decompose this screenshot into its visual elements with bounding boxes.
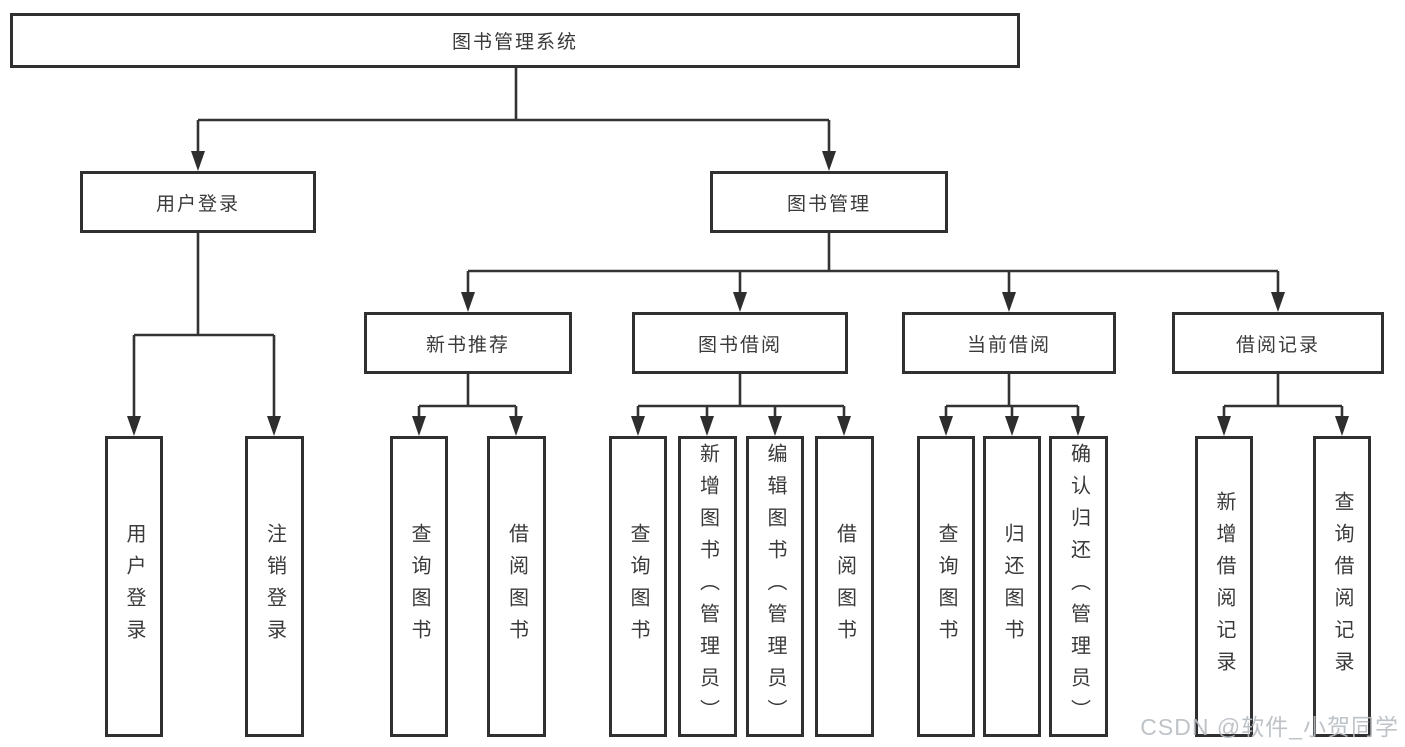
node-label: 借阅图书 [833, 522, 856, 651]
node-label: 查询图书 [935, 522, 957, 651]
node-label: 注销登录 [263, 522, 286, 651]
node-borrowing-records: 借阅记录 [1172, 312, 1384, 374]
node-leaf-borrow-books: 借阅图书 [815, 436, 874, 737]
node-user-login: 用户登录 [80, 171, 316, 233]
node-leaf-query-books-recommend: 查询图书 [390, 436, 448, 737]
node-label: 查询借阅记录 [1331, 490, 1353, 683]
node-leaf-add-books-admin: 新增图书（管理员） [678, 436, 737, 737]
watermark: CSDN @软件_小贺同学 [1140, 714, 1399, 740]
node-current-borrowing: 当前借阅 [902, 312, 1116, 374]
node-label: 归还图书 [1001, 522, 1023, 651]
node-label: 新增图书（管理员） [696, 442, 719, 731]
node-leaf-query-books-current: 查询图书 [917, 436, 975, 737]
node-new-book-recommendation: 新书推荐 [364, 312, 572, 374]
node-label: 新增借阅记录 [1213, 490, 1235, 683]
node-label: 编辑图书（管理员） [764, 442, 786, 731]
node-leaf-query-books-borrow: 查询图书 [609, 436, 667, 737]
node-label: 查询图书 [627, 522, 649, 651]
node-leaf-add-borrow-record: 新增借阅记录 [1195, 436, 1253, 737]
node-leaf-edit-books-admin: 编辑图书（管理员） [746, 436, 804, 737]
node-book-borrowing: 图书借阅 [632, 312, 848, 374]
node-label: 确认归还（管理员） [1067, 442, 1090, 731]
node-leaf-user-login: 用户登录 [105, 436, 163, 737]
node-label: 借阅图书 [505, 522, 528, 651]
node-label: 查询图书 [408, 522, 430, 651]
node-leaf-return-books: 归还图书 [983, 436, 1041, 737]
node-book-management: 图书管理 [710, 171, 948, 233]
node-leaf-query-borrow-record: 查询借阅记录 [1313, 436, 1371, 737]
node-leaf-borrow-books-recommend: 借阅图书 [487, 436, 546, 737]
node-leaf-confirm-return-admin: 确认归还（管理员） [1049, 436, 1108, 737]
node-leaf-logout: 注销登录 [245, 436, 304, 737]
node-label: 用户登录 [123, 522, 145, 651]
node-library-management-system: 图书管理系统 [10, 13, 1020, 68]
